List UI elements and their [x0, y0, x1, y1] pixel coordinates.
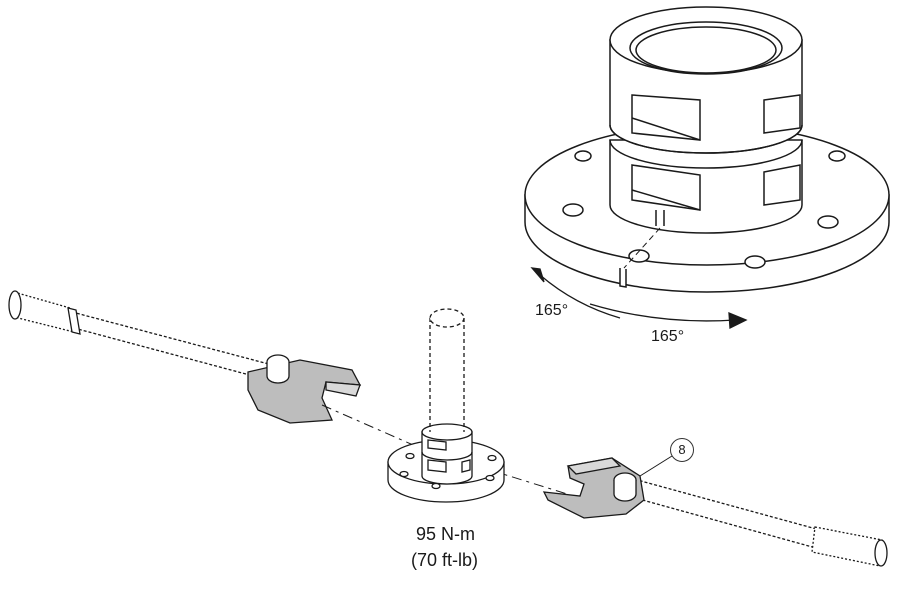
rotation-arrows: [530, 267, 748, 330]
bolt-hole: [828, 150, 846, 162]
bolt-hole: [817, 215, 839, 229]
bolt-hole: [628, 249, 650, 263]
bolt-hole: [562, 203, 584, 217]
torque-metric-label: 95 N-m: [416, 524, 476, 544]
rotation-angle-right: 165°: [651, 328, 685, 345]
flange-assembly: [524, 6, 890, 293]
left-wrench: [8, 290, 362, 424]
torque-imperial-label: (70 ft-lb): [411, 550, 479, 570]
engagement-lines: [321, 404, 581, 499]
bolt-hole: [744, 255, 766, 269]
callout-number: 8: [670, 438, 694, 462]
bolt-hole: [574, 150, 592, 162]
rotation-angle-left: 165°: [535, 302, 569, 319]
center-coupling: [387, 308, 505, 503]
callout-leader: [639, 455, 673, 477]
right-wrench: [542, 457, 888, 567]
